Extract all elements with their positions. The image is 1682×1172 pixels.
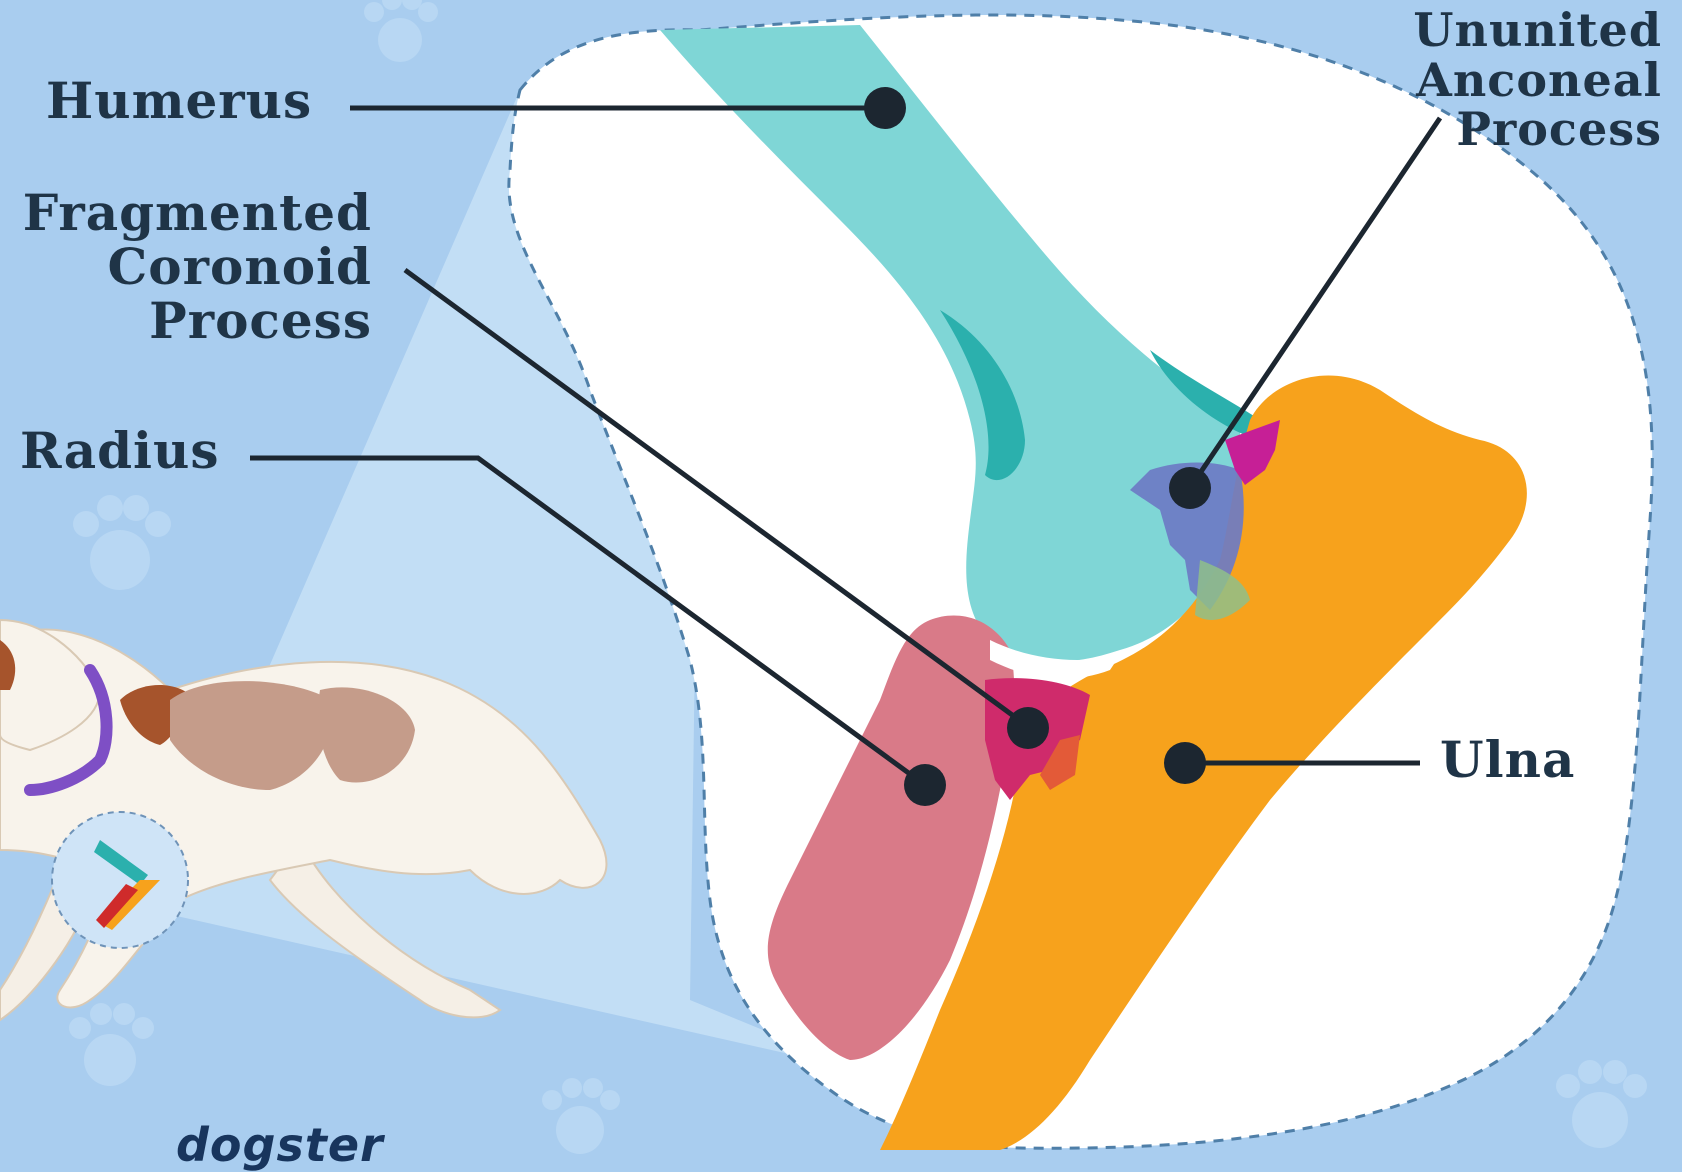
label-humerus: Humerus <box>46 74 312 128</box>
coronoid-dot <box>1007 707 1049 749</box>
ulna-dot <box>1164 742 1206 784</box>
radius-dot <box>904 764 946 806</box>
anconeal-dot <box>1169 467 1211 509</box>
humerus-dot <box>864 87 906 129</box>
elbow-inset-circle <box>52 812 188 948</box>
label-ulna: Ulna <box>1440 733 1575 787</box>
label-radius: Radius <box>20 424 220 478</box>
brand-logo: dogster <box>176 1118 384 1172</box>
label-fragmented-coronoid-line3: Process <box>23 294 372 348</box>
label-ununited-anconeal-line2: Anconeal <box>1413 56 1662 106</box>
label-fragmented-coronoid-line1: Fragmented <box>23 186 372 240</box>
label-ununited-anconeal-line1: Ununited <box>1413 6 1662 56</box>
label-fragmented-coronoid-line2: Coronoid <box>23 240 372 294</box>
label-ununited-anconeal: Ununited Anconeal Process <box>1413 6 1662 155</box>
label-fragmented-coronoid: Fragmented Coronoid Process <box>23 186 372 348</box>
label-ununited-anconeal-line3: Process <box>1413 105 1662 155</box>
